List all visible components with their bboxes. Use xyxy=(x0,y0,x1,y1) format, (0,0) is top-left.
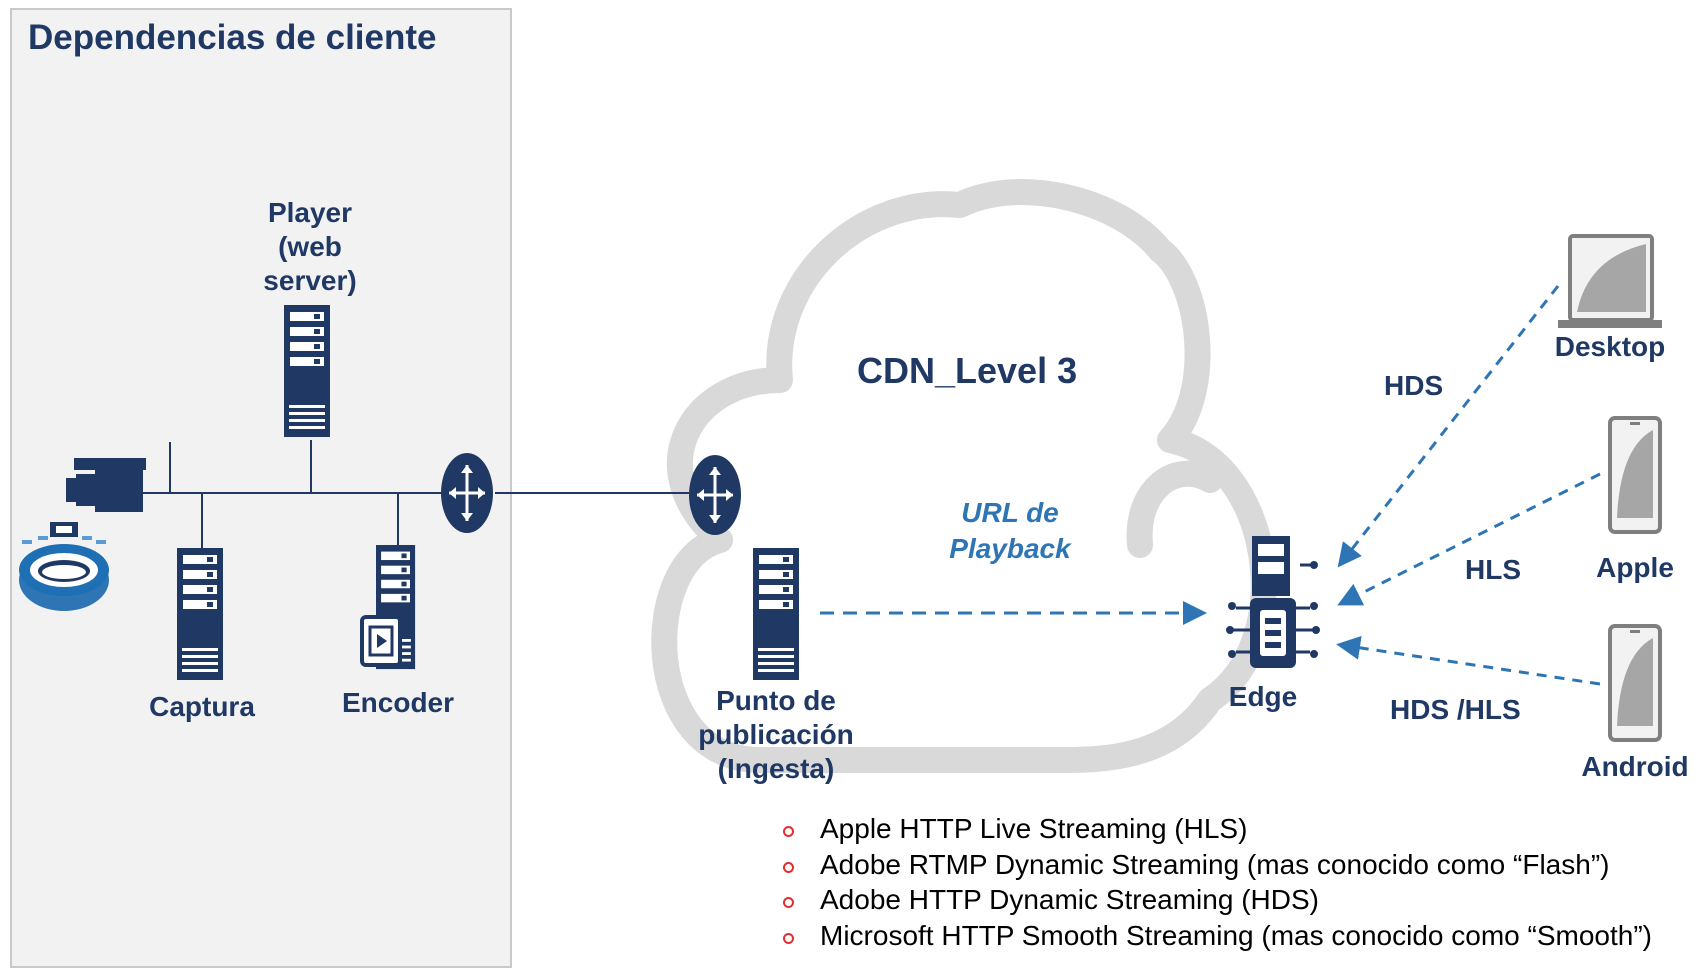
encoder-label: Encoder xyxy=(341,687,455,718)
edge-server-icon xyxy=(1226,536,1320,668)
list-item-text: Adobe HTTP Dynamic Streaming (HDS) xyxy=(820,884,1319,915)
protocol-label-desktop: HDS xyxy=(1384,370,1444,401)
list-item-text: Apple HTTP Live Streaming (HLS) xyxy=(820,813,1248,844)
protocol-label-apple: HLS xyxy=(1465,554,1521,585)
device-label-android: Android xyxy=(1581,751,1689,782)
router-icon xyxy=(687,453,743,537)
router-icon xyxy=(439,451,495,535)
server-icon xyxy=(284,305,330,437)
edge-label: Edge xyxy=(1228,681,1298,712)
apple-flow-arrow xyxy=(1337,472,1601,606)
device-label-desktop: Desktop xyxy=(1554,331,1666,362)
android-flow-arrow xyxy=(1336,635,1601,686)
server-icon xyxy=(177,548,223,680)
bullet-icon xyxy=(783,861,794,873)
device-label-apple: Apple xyxy=(1596,552,1674,583)
list-item-text: Adobe RTMP Dynamic Streaming (mas conoci… xyxy=(820,848,1610,880)
cdn-title: CDN_Level 3 xyxy=(857,350,1078,391)
player-label: Player (web server) xyxy=(263,197,357,297)
list-item-text: Microsoft HTTP Smooth Streaming (mas con… xyxy=(820,919,1652,951)
laptop-icon xyxy=(1558,234,1662,328)
server-icon xyxy=(753,548,799,680)
ingest-label: Punto de publicación (Ingesta) xyxy=(698,685,854,785)
media-file-icon xyxy=(360,615,402,667)
url-playback-label: URL de Playback xyxy=(949,497,1071,564)
smartphone-icon xyxy=(1608,416,1662,534)
protocol-label-android: HDS /HLS xyxy=(1390,694,1521,725)
smartphone-icon xyxy=(1608,624,1662,742)
camera-icon xyxy=(66,458,146,512)
bullet-icon xyxy=(783,897,794,908)
desktop-flow-arrow xyxy=(1337,285,1560,568)
panel-title: Dependencias de cliente xyxy=(28,18,437,57)
capture-label: Captura xyxy=(149,691,255,722)
bullet-icon xyxy=(783,932,794,944)
bullet-icon xyxy=(783,826,794,837)
stadium-icon xyxy=(19,522,109,611)
